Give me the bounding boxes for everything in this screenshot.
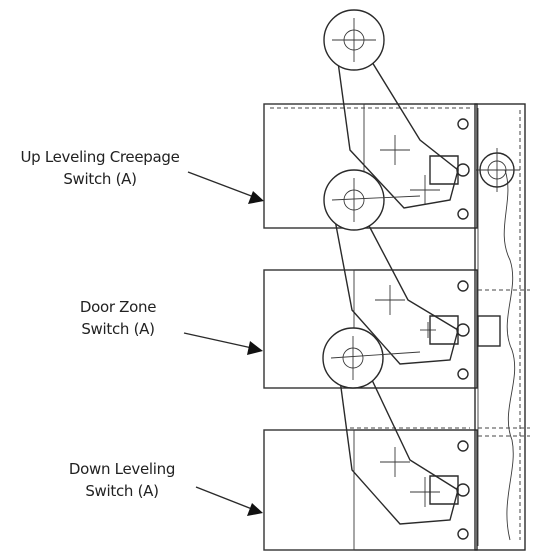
lever-arms [334,61,459,525]
door-zone-label-line2: Switch (A) [81,320,155,338]
down-leveling-label-line2: Switch (A) [85,482,159,500]
up-leveling-label-line2: Switch (A) [63,170,137,188]
door-zone-label-line1: Door Zone [79,298,157,316]
door-zone-switch-label: Door Zone Switch (A) [58,296,178,340]
up-leveling-switch-label: Up Leveling Creepage Switch (A) [0,146,200,190]
rollers [322,9,421,389]
pointer-arrows [183,171,264,516]
down-leveling-switch-label: Down Leveling Switch (A) [42,458,202,502]
down-leveling-label-line1: Down Leveling [68,460,176,478]
down-leveling-switch-body [263,427,478,551]
mounting-plate [474,103,530,551]
up-leveling-label-line1: Up Leveling Creepage [20,148,180,166]
